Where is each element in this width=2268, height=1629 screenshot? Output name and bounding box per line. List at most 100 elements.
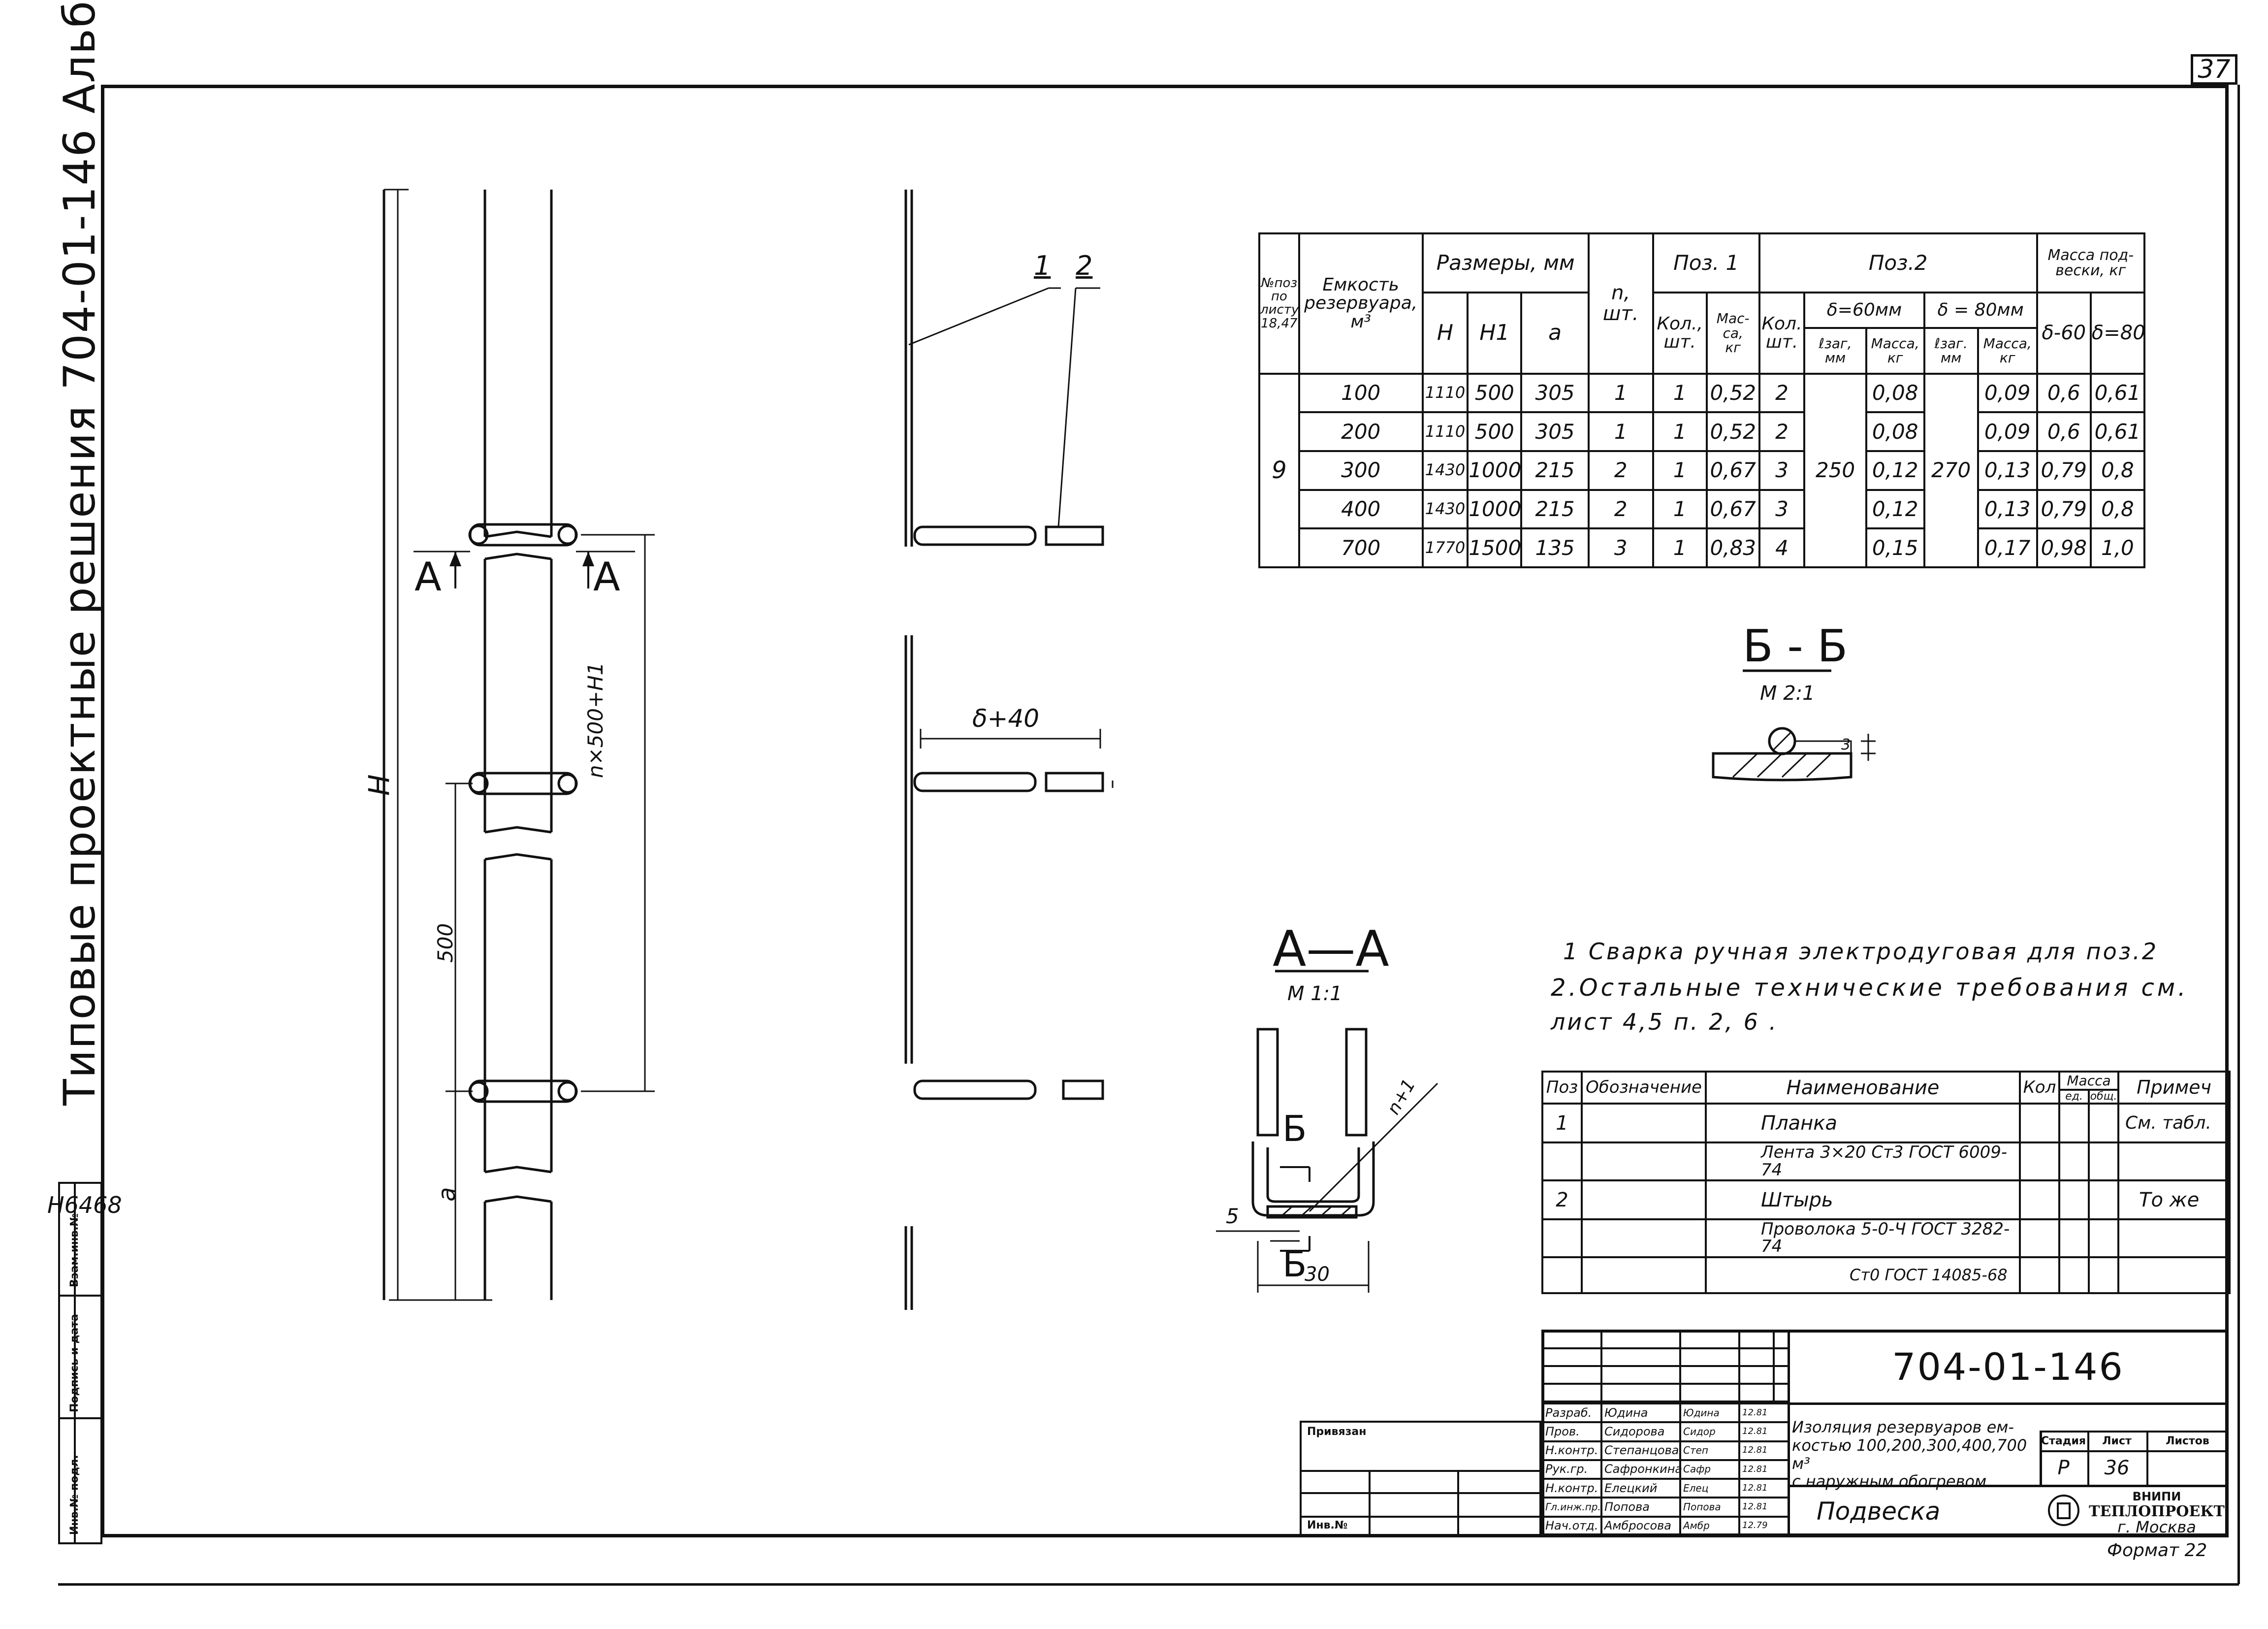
sig-date: 12.81	[1738, 1497, 1789, 1518]
section-bb-title: Б - Б	[1743, 620, 1848, 672]
col-h: H	[1421, 292, 1469, 375]
sig-role: Рук.гр.	[1541, 1459, 1602, 1480]
spec-col-qty: Кол	[2019, 1070, 2060, 1105]
cell: 700	[1298, 527, 1424, 568]
cell: 305	[1520, 372, 1590, 414]
stage-grid-line	[2087, 1431, 2089, 1485]
cell: 0,67	[1705, 489, 1760, 530]
cell: 500	[1467, 372, 1523, 414]
sig-date: 12.81	[1738, 1402, 1789, 1424]
cell: 3	[1587, 527, 1654, 568]
cell: 1	[1652, 489, 1708, 530]
cell: 0,8	[2089, 450, 2146, 491]
side-strip: Взам.инв.№ Подпись и дата Инв.№ подл.	[58, 1182, 102, 1544]
cell: 1,0	[2089, 527, 2146, 568]
cell: 0,12	[1865, 450, 1925, 491]
signature-row: Разраб. Юдина Юдина 12.81	[1541, 1402, 1789, 1424]
sig-date: 12.79	[1738, 1515, 1789, 1537]
table-row: Ст0 ГОСТ 14085-68	[1541, 1256, 2231, 1295]
cell: 0,83	[1705, 527, 1760, 568]
cell: 3	[1758, 450, 1806, 491]
cell: 305	[1520, 411, 1590, 452]
sig-name: Амбросова	[1600, 1515, 1681, 1537]
sheet-number: 37	[2198, 55, 2231, 84]
sheet-value: 36	[2104, 1457, 2130, 1479]
cell: 500	[1467, 411, 1523, 452]
binding-row-lines	[1300, 1492, 1541, 1494]
signature-row: Н.контр. Степанцова Степ 12.81	[1541, 1440, 1789, 1461]
sig-role: Нач.отд.	[1541, 1515, 1602, 1537]
title-block-divider-h	[1788, 1485, 2229, 1487]
col-m60: Масса, кг	[1865, 327, 1925, 375]
note-line-1: 1 Сварка ручная электродуговая для поз.2	[1563, 938, 2159, 965]
signature-row: Нач.отд. Амбросова Амбр 12.79	[1541, 1515, 1789, 1537]
note-line-3: лист 4,5 п. 2, 6 .	[1551, 1009, 1779, 1035]
section-aa-mark-b: Б	[1282, 1243, 1307, 1285]
dim-delta-label: δ+40	[972, 704, 1040, 733]
bottom-rule	[58, 1583, 2239, 1586]
section-aa-view	[1216, 970, 1438, 1293]
cell: 1	[1652, 372, 1708, 414]
cell: 2	[1758, 372, 1806, 414]
sig-date: 12.81	[1738, 1440, 1789, 1461]
sig-role: Пров.	[1541, 1421, 1602, 1442]
cell: 200	[1298, 411, 1424, 452]
cell: 2	[1587, 450, 1654, 491]
sig-date: 12.81	[1738, 1459, 1789, 1480]
cell: 1000	[1467, 450, 1523, 491]
stage-grid-line	[2146, 1431, 2148, 1485]
side-view	[904, 190, 1114, 1310]
cell: 1	[1587, 372, 1654, 414]
col-pos-no: №поз по листу 18,47	[1258, 232, 1300, 375]
cell: 1110	[1421, 372, 1469, 414]
cell: 0,67	[1705, 450, 1760, 491]
cell: 0,98	[2036, 527, 2092, 568]
dim-500-label: 500	[433, 923, 457, 963]
title-block-divider-v	[1788, 1330, 1790, 1536]
col-capacity: Емкость резервуара, м³	[1298, 232, 1424, 375]
spec-col-pos: Поз	[1541, 1070, 1583, 1105]
col-mh60: δ-60	[2036, 292, 2092, 375]
table-row: 9 100 1110 500 305 1 1 0,52 2 250 0,08 2…	[1258, 372, 2146, 569]
cell: 0,52	[1705, 411, 1760, 452]
section-bb-dim-3: 3	[1841, 736, 1851, 753]
cell: 0,61	[2089, 372, 2146, 414]
sig-role: Гл.инж.пр.	[1541, 1497, 1602, 1518]
cell: 0,17	[1977, 527, 2038, 568]
col-a: a	[1520, 292, 1590, 375]
section-bb-scale: М 2:1	[1760, 682, 1815, 705]
section-mark-right: А	[593, 554, 620, 600]
cell: 4	[1758, 527, 1806, 568]
binding-box	[1300, 1421, 1541, 1536]
cell: 0,08	[1865, 411, 1925, 452]
signature-table: Разраб. Юдина Юдина 12.81 Пров. Сидорова…	[1541, 1402, 1789, 1537]
section-mark-left: А	[415, 554, 442, 600]
cell: 1	[1587, 411, 1654, 452]
cell: 400	[1298, 489, 1424, 530]
col-l80: ℓзаг. мм	[1923, 327, 1979, 375]
cell: 215	[1520, 450, 1590, 491]
dim-n-label: n×500+H1	[583, 662, 607, 778]
cell: 1430	[1421, 450, 1469, 491]
sheet-label: Лист	[2102, 1434, 2132, 1447]
cell: 2	[1587, 489, 1654, 530]
document-description: Изоляция резервуаров ем- костью 100,200,…	[1792, 1418, 2027, 1491]
cell: 1	[1652, 527, 1708, 568]
inv-label: Инв.№	[1307, 1519, 1348, 1531]
sig-name: Сафронкина	[1600, 1459, 1682, 1480]
cell: 0,79	[2036, 450, 2092, 491]
cell: 0,61	[2089, 411, 2146, 452]
cell: 0,6	[2036, 411, 2092, 452]
sig-name: Степанцова	[1600, 1440, 1681, 1461]
leader-1-label: 1	[1034, 250, 1051, 281]
signature-row: Гл.инж.пр. Попова Попова 12.81	[1541, 1497, 1789, 1518]
cell: 1000	[1467, 489, 1523, 530]
binding-col-line	[1369, 1470, 1371, 1536]
sig-name: Сидорова	[1600, 1421, 1681, 1442]
sheets-label: Листов	[2166, 1434, 2209, 1447]
cell: 135	[1520, 527, 1590, 568]
col-pos1: Поз. 1	[1652, 232, 1760, 294]
col-m80: Масса, кг	[1977, 327, 2038, 375]
col-mh80: δ=80	[2089, 292, 2146, 375]
cell: 100	[1298, 372, 1424, 414]
